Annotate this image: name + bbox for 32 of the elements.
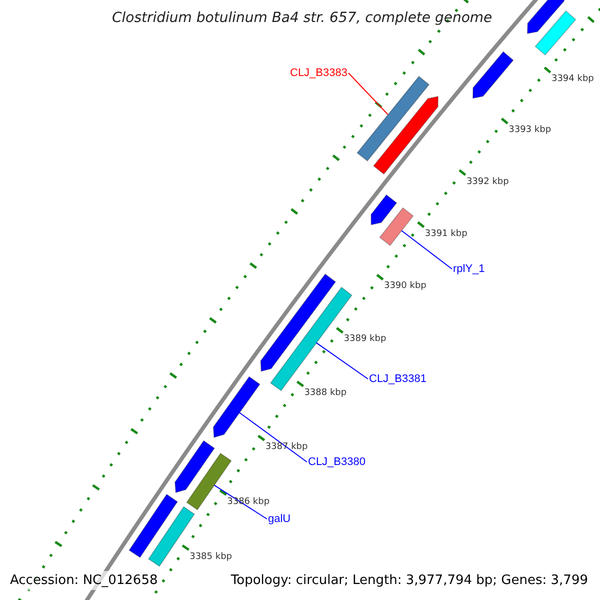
leader-line [401, 230, 452, 270]
position-label: 3392 kbp [466, 176, 509, 188]
gene-feature [370, 194, 398, 226]
position-label: 3385 kbp [190, 552, 232, 563]
gene-label: galU [268, 512, 291, 526]
leader-line [238, 412, 308, 462]
gene-feature [174, 440, 216, 494]
position-label: 3387 kbp [265, 442, 308, 453]
gene-label: rplY_1 [453, 262, 485, 276]
gene-feature [356, 76, 430, 162]
position-label: 3393 kbp [508, 125, 552, 136]
leader-line [214, 484, 268, 520]
gene-label: CLJ_B3380 [308, 455, 366, 469]
footer-text: Accession: NC_012658 [8, 570, 160, 590]
gene-feature [534, 10, 576, 56]
leader-line [316, 342, 368, 380]
gene-feature [260, 273, 336, 372]
position-label: 3394 kbp [551, 74, 594, 86]
leader-line [348, 72, 388, 115]
title: Clostridium botulinum Ba4 str. 657, complete genome [112, 9, 492, 28]
gene-feature [379, 207, 414, 246]
position-label: 3389 kbp [344, 334, 386, 346]
gene-label: CLJ_B3383 [290, 66, 348, 80]
position-label: 3390 kbp [384, 281, 426, 292]
gene-feature [128, 494, 178, 558]
gene-feature [372, 96, 438, 175]
position-label: 3388 kbp [304, 388, 347, 399]
gene-feature [212, 376, 260, 438]
gene-label: CLJ_B3381 [369, 372, 426, 386]
gene-feature [472, 51, 514, 99]
position-label: 3391 kbp [424, 228, 468, 240]
gene-feature [526, 0, 565, 34]
